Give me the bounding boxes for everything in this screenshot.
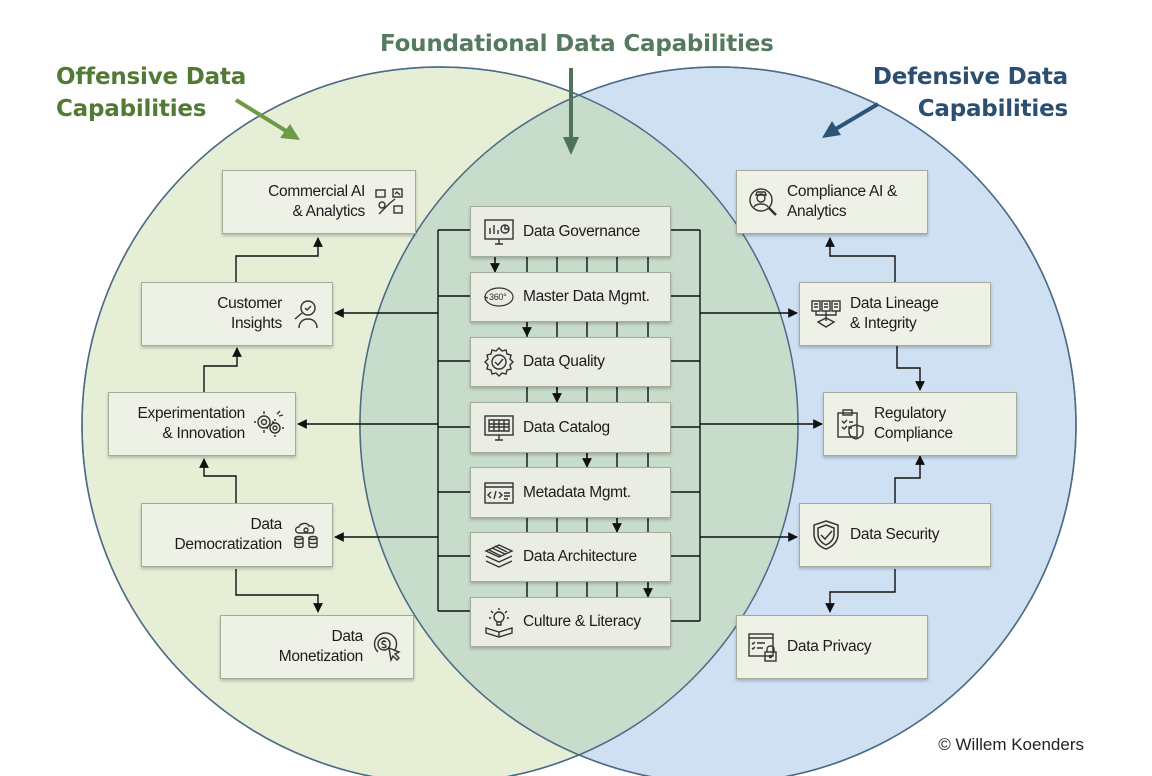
data-lineage-label: Data Lineage & Integrity [850,295,939,332]
defensive-title: Defensive Data Capabilities [872,64,1068,122]
shield-check-icon [813,520,839,550]
cloud-database-icon [294,522,318,549]
dashboard-monitor-icon [484,218,514,245]
culture-literacy-box: Culture & Literacy [470,597,671,647]
data-security-label: Data Security [850,526,940,543]
compliance-ai-label: Compliance AI & Analytics [787,183,898,220]
culture-literacy-label: Culture & Literacy [523,613,641,630]
dollar-click-icon [373,632,401,663]
lock-form-icon [748,633,777,662]
regulatory-compliance-label: Regulatory Compliance [874,405,953,442]
master-data-box: 360° Master Data Mgmt. [470,272,671,322]
data-governance-label: Data Governance [523,222,640,240]
defensive-circle-outline [359,66,1077,776]
data-architecture-label: Data Architecture [523,548,637,565]
commercial-ai-label: Commercial AI & Analytics [268,183,365,220]
commercial-ai-box: Commercial AI & Analytics [222,170,416,234]
code-window-icon [484,481,514,504]
360-view-icon: 360° [484,287,514,307]
lightbulb-book-icon [485,608,513,638]
data-privacy-box: Data Privacy [736,615,928,679]
monetization-label: Data Monetization [278,628,364,665]
offensive-title: Offensive Data Capabilities [56,64,247,122]
democratization-label: Data Democratization [174,516,283,553]
catalog-screen-icon [484,414,514,441]
data-privacy-label: Data Privacy [787,638,872,655]
data-lineage-box: Data Lineage & Integrity [799,282,991,346]
compliance-ai-box: Compliance AI & Analytics [736,170,928,234]
offensive-circle-outline [81,66,799,776]
data-catalog-label: Data Catalog [523,418,610,436]
data-quality-box: Data Quality [470,337,671,387]
quality-badge-icon [484,347,514,377]
customer-search-icon [294,300,318,329]
data-quality-label: Data Quality [523,353,605,370]
experimentation-label: Experimentation & Innovation [137,405,245,442]
metadata-label: Metadata Mgmt. [523,483,631,501]
clipboard-shield-icon [837,409,864,440]
data-governance-box: Data Governance [470,206,671,257]
monetization-box: Data Monetization [220,615,414,679]
data-security-box: Data Security [799,503,991,567]
title-arrows [234,68,880,155]
innovation-gears-icon [254,410,284,437]
foundational-title: Foundational Data Capabilities [380,31,774,57]
customer-insights-label: Customer Insights [217,295,282,332]
democratization-box: Data Democratization [141,503,333,567]
master-data-label: Master Data Mgmt. [523,288,650,305]
svg-text:360°: 360° [489,292,507,302]
layers-icon [484,544,514,568]
compliance-agent-icon [749,188,777,216]
data-catalog-box: Data Catalog [470,402,671,453]
copyright-credit: © Willem Koenders [938,735,1084,754]
lineage-files-icon [811,300,841,328]
data-architecture-box: Data Architecture [470,532,671,582]
experimentation-box: Experimentation & Innovation [108,392,296,456]
metadata-box: Metadata Mgmt. [470,467,671,518]
analytics-robot-icon [375,188,403,215]
regulatory-compliance-box: Regulatory Compliance [823,392,1017,456]
customer-insights-box: Customer Insights [141,282,333,346]
